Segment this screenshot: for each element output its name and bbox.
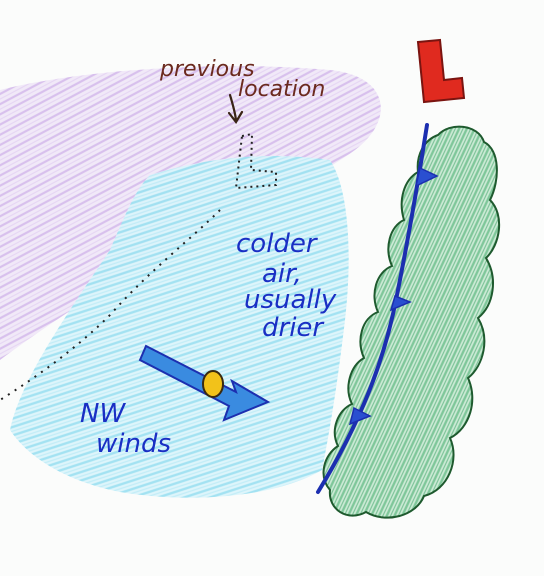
low-pressure-symbol [416,38,466,104]
front-barb [348,406,372,426]
label-location: location [238,77,325,102]
label-drier: drier [262,313,325,343]
label-nw: NW [80,399,126,429]
cold-air-shading [10,155,349,498]
front-barb [389,294,412,312]
label-air: air, [262,259,302,289]
storm-track [0,209,221,401]
front-barb [414,166,439,188]
label-previous: previous [159,57,255,82]
label-usually: usually [244,285,337,315]
pointer-arrow [227,93,244,124]
cloud-band [322,125,501,519]
station-marker [202,370,224,398]
label-colder: colder [236,229,319,259]
label-winds: winds [96,429,171,459]
